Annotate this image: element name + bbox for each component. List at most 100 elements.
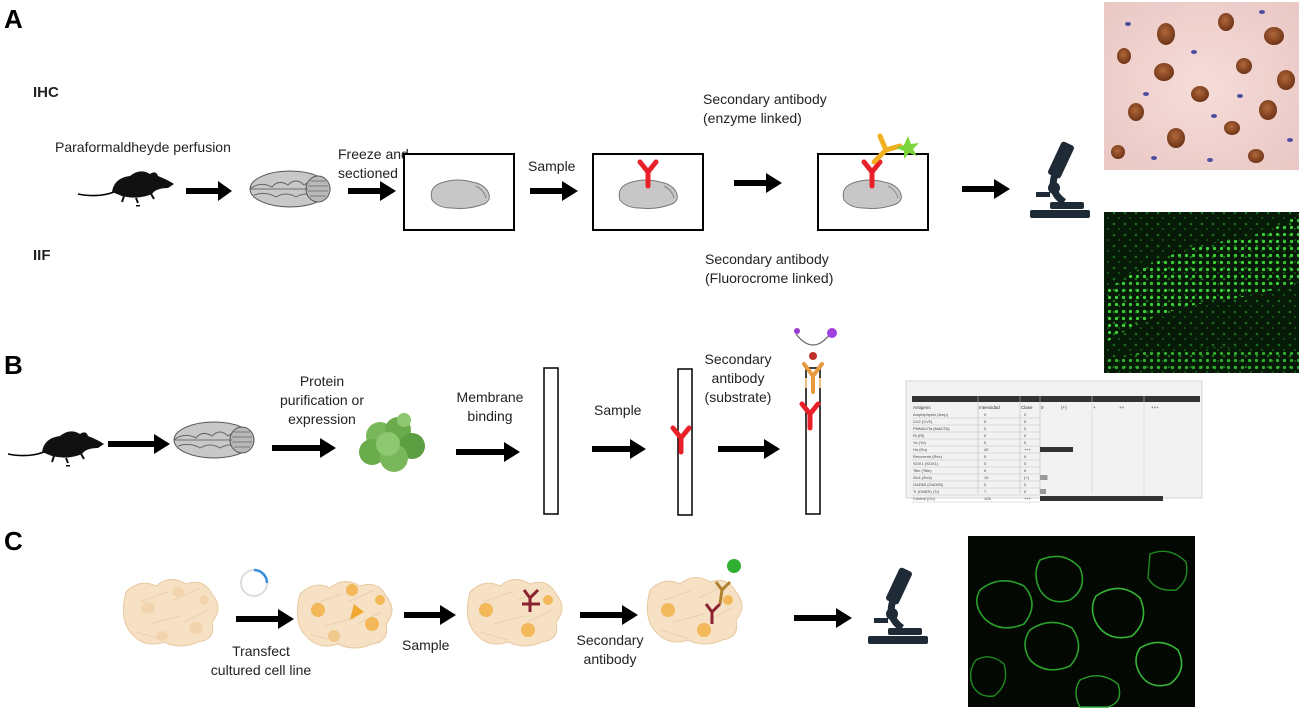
- blot-band: [1040, 475, 1048, 480]
- blot-cell: 0: [1024, 433, 1027, 438]
- blot-cell: Zic4 (Zic4): [913, 475, 933, 480]
- blot-cell: Tr (DNER) (Tr): [913, 489, 940, 494]
- blot-cell: 0: [1024, 482, 1027, 487]
- blot-band: [1040, 496, 1163, 501]
- brain-icon-a: [249, 170, 331, 208]
- blot-table: Antigens Intensidad Clase 0 (+) +++ +++ Amphiph…: [912, 405, 1163, 503]
- blot-cell: PNMA2/Ta (Ma2/TA): [913, 426, 950, 431]
- blot-cell: 0: [984, 482, 987, 487]
- blot-cell: 7: [984, 489, 987, 494]
- blot-cell: 0: [984, 426, 987, 431]
- arrow-icon: [530, 181, 578, 201]
- blot-cell: 0: [1024, 454, 1027, 459]
- protein-label-line3: expression: [288, 411, 356, 427]
- secondary-enzyme-label-line2: (enzyme linked): [703, 110, 802, 126]
- blot-cell: 0: [1024, 489, 1027, 494]
- membrane-strip: [543, 367, 559, 515]
- panel-label-b: B: [4, 350, 23, 380]
- sample-label-c: Sample: [402, 637, 450, 653]
- freeze-label-line1: Freeze and: [338, 146, 409, 162]
- blot-cell: 10: [984, 475, 989, 480]
- freeze-label-line2: sectioned: [338, 165, 398, 181]
- protein-label-line1: Protein: [299, 373, 345, 389]
- loading-spinner-icon: [240, 568, 269, 597]
- secondary-substrate-label-line3: (substrate): [704, 389, 772, 405]
- secondary-antibody-substrate-icon: [794, 328, 837, 394]
- blot-band: [1040, 489, 1046, 494]
- transfect-label-line1: Transfect: [232, 643, 290, 659]
- blot-header-cell: (+): [1061, 405, 1067, 410]
- perfusion-label: Paraformaldheyde perfusion: [55, 139, 231, 155]
- secondary-antibody-icon: [871, 133, 903, 165]
- cell-fluorescence-micrograph: [968, 536, 1195, 708]
- transfected-cells-icon: [296, 580, 393, 649]
- transfect-label-line2: cultured cell line: [210, 662, 312, 678]
- brain-section-icon: [430, 179, 490, 209]
- microscope-icon-a: [1030, 141, 1090, 218]
- blot-cell: 0: [1024, 419, 1027, 424]
- arrow-icon: [348, 181, 396, 201]
- panel-label-a: A: [4, 4, 23, 34]
- microscope-icon-c: [868, 567, 928, 644]
- blot-cell: Ri (Ri): [913, 433, 925, 438]
- blot-header-cell: ++: [1119, 405, 1125, 410]
- blot-cell: Control (Co): [913, 496, 935, 501]
- blot-cell: GAD65 (GAD65): [913, 482, 944, 487]
- blot-header-cell: Intensidad: [979, 405, 1000, 410]
- blot-cell: Amphiphysin (Amp): [913, 412, 949, 417]
- slide-secondary-box: [817, 153, 929, 231]
- arrow-icon: [580, 605, 638, 625]
- blot-cell: Yo (Yo): [913, 440, 926, 445]
- secondary-c-label-line2: antibody: [583, 651, 637, 667]
- blot-cell: Titin (Titin): [913, 468, 932, 473]
- membrane-strip-sample: [677, 368, 693, 516]
- blot-cell: 0: [984, 419, 987, 424]
- blot-cell: 0: [1024, 461, 1027, 466]
- sample-label-b: Sample: [594, 402, 642, 418]
- enzyme-star-icon: [896, 136, 919, 159]
- blot-cell: 0: [984, 412, 987, 417]
- row-label-ihc: IHC: [33, 84, 59, 101]
- blot-header-cell: Clase: [1021, 405, 1033, 410]
- blot-cell: 126: [984, 496, 991, 501]
- arrow-icon: [962, 179, 1010, 199]
- arrow-icon: [718, 439, 780, 459]
- rat-icon-a: [77, 170, 175, 208]
- cell-culture-icon: [122, 578, 219, 647]
- blot-cell: Recoverin (Rec): [913, 454, 943, 459]
- secondary-substrate-label-line2: antibody: [711, 370, 765, 386]
- blot-cell: 0: [984, 440, 987, 445]
- blot-cell: 0: [1024, 412, 1027, 417]
- sample-cells-icon: [466, 578, 563, 647]
- arrow-icon: [456, 442, 520, 462]
- arrow-icon: [108, 434, 170, 454]
- blot-header-cell: Antigens: [913, 405, 931, 410]
- secondary-fluoro-label-line2: (Fluorocrome linked): [705, 270, 834, 286]
- iif-micrograph: [1104, 212, 1299, 373]
- blot-header-cell: +++: [1151, 405, 1159, 410]
- blot-cell: 0: [984, 454, 987, 459]
- blot-cell: Hu (Hu): [913, 447, 928, 452]
- blot-cell: 0: [1024, 440, 1027, 445]
- ihc-micrograph: [1104, 2, 1299, 170]
- blot-cell: +++: [1024, 447, 1032, 452]
- blot-header-cell: 0: [1041, 405, 1044, 410]
- secondary-enzyme-label-line1: Secondary antibody: [703, 91, 827, 107]
- blot-band: [1040, 447, 1073, 452]
- rat-icon-b: [7, 430, 105, 468]
- blot-cell: +++: [1024, 496, 1032, 501]
- arrow-icon: [236, 609, 294, 629]
- secondary-c-label-line1: Secondary: [576, 632, 644, 648]
- membrane-label-line1: Membrane: [456, 389, 524, 405]
- arrow-icon: [794, 608, 852, 628]
- blot-cell: 0: [984, 433, 987, 438]
- protein-label-line2: purification or: [279, 392, 365, 408]
- arrow-icon: [272, 438, 336, 458]
- secondary-fluoro-label-line1: Secondary antibody: [705, 251, 829, 267]
- arrow-icon: [186, 181, 232, 201]
- blot-cell: 40: [984, 447, 989, 452]
- blot-cell: SOX1 (SOX1): [913, 461, 939, 466]
- row-label-iif: IIF: [33, 247, 51, 264]
- blot-cell: 0: [984, 468, 987, 473]
